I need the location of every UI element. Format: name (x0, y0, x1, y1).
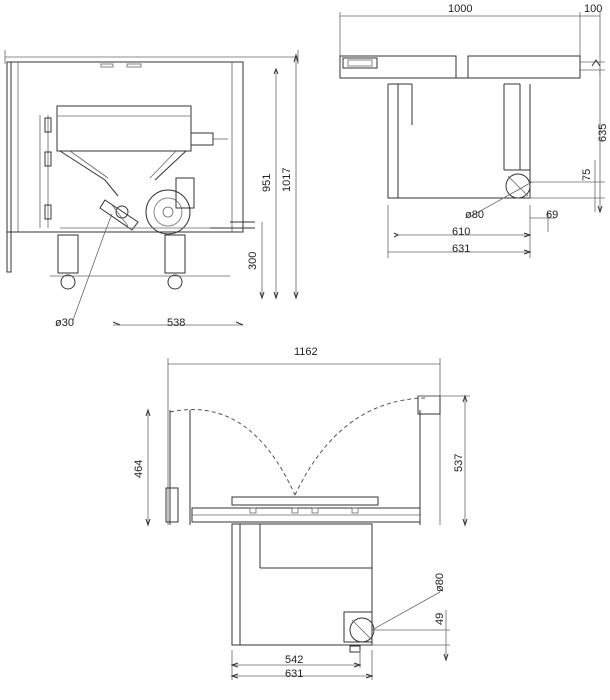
side-depth-label: 538 (167, 317, 185, 329)
plan-left-clearance-label: 464 (133, 460, 145, 478)
plan-total-width-label: 1162 (294, 346, 318, 358)
plan-right-clearance-label: 537 (453, 454, 465, 472)
top-outlet-offset-x-label: 69 (546, 209, 558, 221)
side-outlet-height-label: 300 (247, 252, 259, 270)
top-outlet-offset-y-label: 75 (581, 169, 593, 181)
plan-outlet-diameter-label: ø80 (434, 573, 446, 592)
top-height-label: 635 (597, 124, 609, 142)
top-outlet-diameter-label: ø80 (465, 209, 484, 221)
side-view: 1017 951 300 538 ø30 (4, 50, 299, 329)
top-view: 1000 100 635 75 69 ø80 610 631 (339, 3, 609, 258)
side-total-height-label: 1017 (281, 168, 293, 192)
top-inner-width-label: 610 (452, 226, 470, 238)
top-offset-label: 100 (584, 3, 602, 15)
top-outer-width-label: 631 (452, 243, 470, 255)
top-width-label: 1000 (448, 3, 472, 15)
side-pipe-diameter-label: ø30 (55, 317, 74, 329)
plan-inner-width-label: 542 (285, 654, 303, 666)
plan-outer-width-label: 631 (285, 668, 303, 680)
plan-view: 1162 464 537 ø80 49 542 631 (133, 346, 470, 680)
plan-outlet-offset-y-label: 49 (434, 613, 446, 625)
side-hopper-height-label: 951 (261, 174, 273, 192)
